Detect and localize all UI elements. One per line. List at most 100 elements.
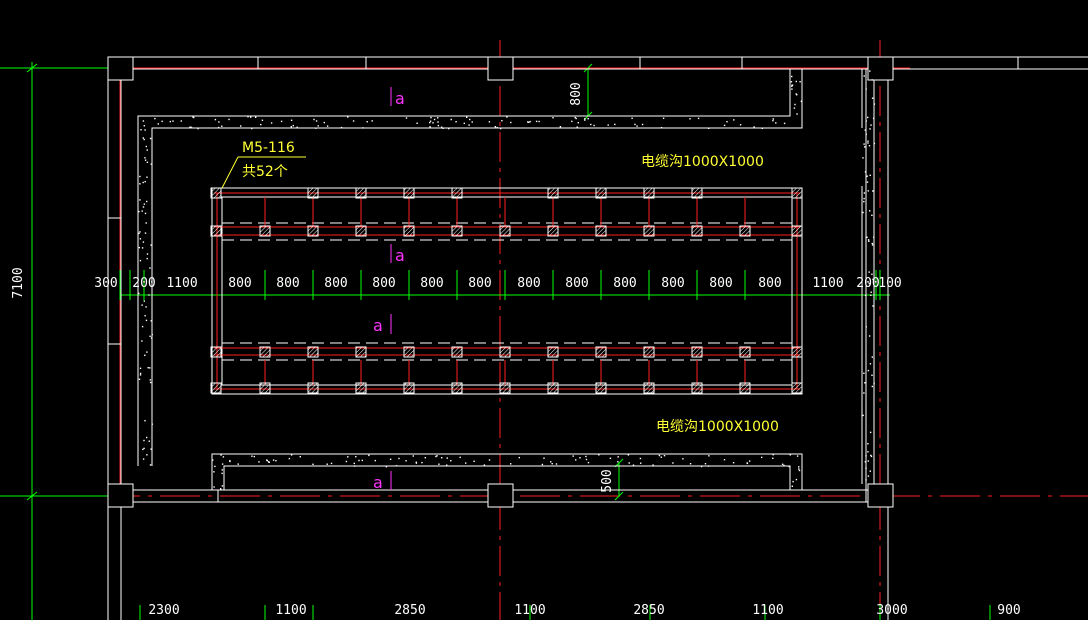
speckle (873, 103, 876, 105)
speckle (437, 117, 439, 119)
speckle (299, 456, 301, 458)
speckle (864, 129, 866, 131)
speckle (873, 142, 876, 145)
speckle (221, 472, 223, 475)
speckle (579, 457, 581, 459)
speckle (499, 127, 502, 130)
speckle (172, 120, 174, 122)
embedded-plate (210, 382, 222, 394)
section-mark: a (373, 316, 383, 335)
axis-lines (100, 40, 1088, 620)
speckle (220, 454, 222, 456)
embedded-plate (210, 346, 222, 358)
speckle (794, 103, 796, 106)
speckle (571, 120, 573, 123)
speckle (872, 278, 874, 280)
dim-tick (583, 63, 593, 73)
speckle (270, 122, 273, 124)
speckle (639, 457, 642, 460)
speckle (488, 459, 491, 461)
speckle (873, 236, 875, 238)
speckle (353, 462, 355, 465)
speckle (708, 127, 710, 129)
speckle (237, 463, 239, 465)
speckle (149, 381, 152, 384)
speckle (869, 70, 871, 72)
bottom-dimension-label: 1100 (275, 603, 306, 618)
speckle (543, 457, 545, 459)
speckle (867, 369, 870, 372)
speckle (862, 157, 864, 159)
dimension-label: 200 (856, 276, 879, 291)
speckle (617, 456, 619, 458)
speckle (788, 465, 790, 468)
speckle (783, 464, 785, 467)
speckle (798, 466, 800, 468)
speckle (149, 464, 152, 466)
speckle (228, 118, 230, 121)
speckle (529, 120, 531, 123)
embedded-plate (403, 346, 415, 358)
speckle (197, 127, 199, 130)
speckle (865, 455, 867, 457)
speckle (628, 462, 630, 464)
speckle (366, 121, 368, 123)
embedded-plate (791, 225, 803, 237)
speckle (793, 107, 796, 109)
embedded-plate (595, 187, 607, 199)
speckle (142, 137, 144, 139)
speckle (864, 461, 867, 463)
speckle (358, 459, 360, 462)
trench-label-top: 电缆沟1000X1000 (641, 154, 764, 170)
speckle (733, 119, 735, 121)
callout: M5-116 共52个 (221, 140, 306, 189)
speckle (275, 460, 277, 462)
column (867, 483, 894, 508)
speckle (689, 463, 692, 465)
speckle (862, 414, 864, 417)
embedded-plate (451, 187, 463, 199)
speckle (872, 190, 874, 192)
dimension-label: 100 (878, 276, 901, 291)
dim-tick (26, 491, 38, 501)
speckle (867, 142, 869, 144)
speckle (169, 120, 171, 123)
speckle (141, 247, 144, 249)
speckle (574, 116, 576, 119)
dimension-label: 1100 (812, 276, 843, 291)
speckle (870, 455, 873, 458)
cable-trench-bottom (211, 453, 803, 490)
embedded-plate (499, 382, 511, 394)
speckle (535, 120, 538, 123)
speckle (863, 197, 865, 200)
column (487, 483, 514, 508)
trench-top-outer (137, 69, 791, 466)
speckle (415, 461, 417, 463)
speckle (483, 464, 486, 466)
speckle (870, 124, 872, 126)
speckle (154, 117, 156, 120)
speckle (260, 123, 262, 126)
embedded-plate (739, 225, 751, 237)
speckle (795, 80, 797, 83)
speckle (772, 119, 774, 122)
speckle (627, 454, 630, 456)
speckle (141, 340, 143, 342)
speckle (863, 200, 865, 203)
callout-leader (221, 156, 239, 189)
speckle (144, 157, 146, 159)
bottom-dimension-label: 2300 (148, 603, 179, 618)
dimension-label: 1100 (166, 276, 197, 291)
speckle (326, 463, 328, 465)
speckle (753, 126, 755, 128)
speckle (867, 239, 870, 241)
embedded-plate (499, 225, 511, 237)
embedded-plate (259, 225, 271, 237)
column (487, 56, 514, 81)
speckle (864, 171, 867, 173)
speckle (151, 423, 153, 425)
speckle (700, 465, 703, 468)
speckle (865, 467, 867, 469)
embedded-plate (210, 225, 222, 237)
